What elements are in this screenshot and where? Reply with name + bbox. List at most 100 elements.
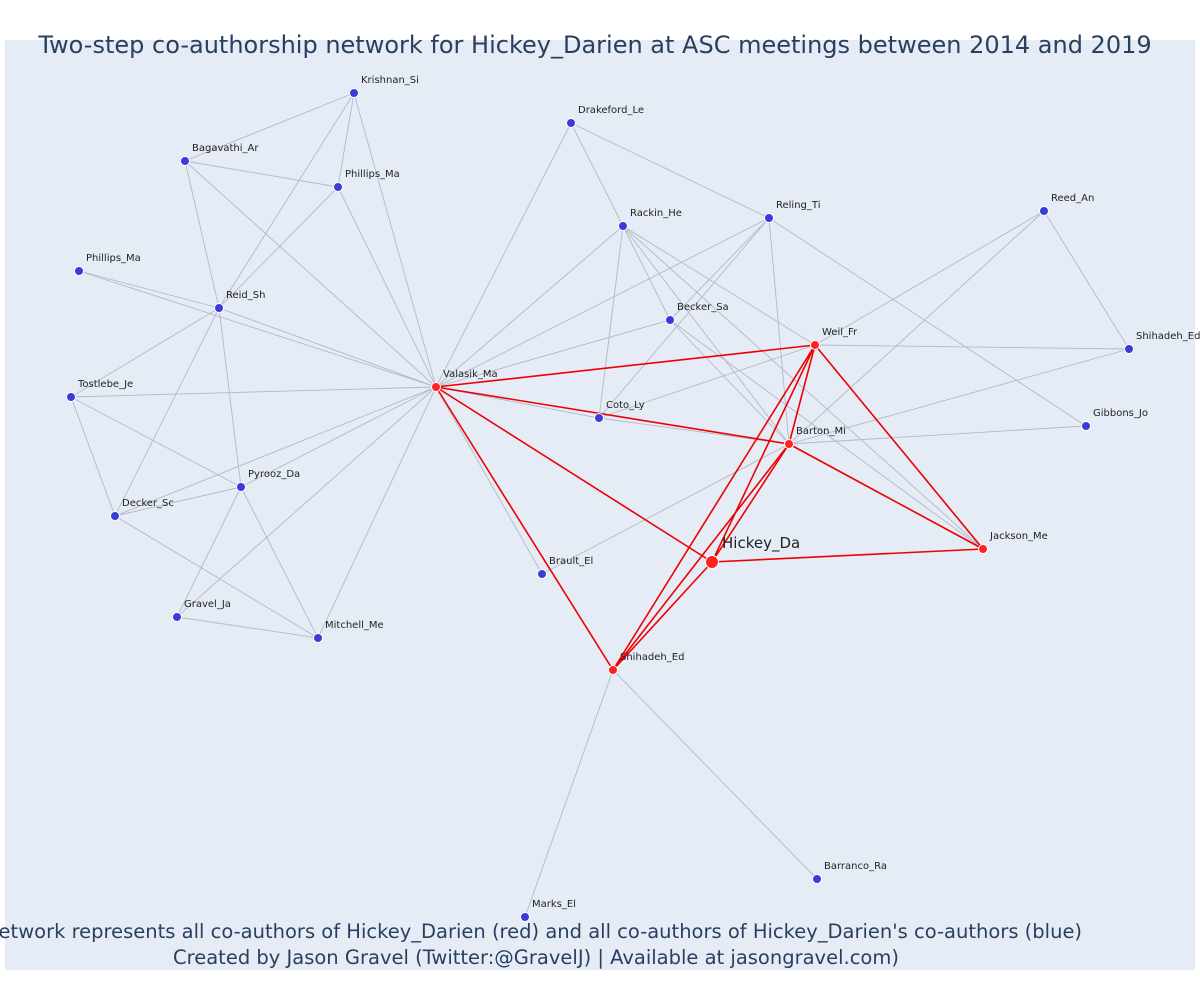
edge-weil-barton xyxy=(788,344,816,445)
node-label-barton: Barton_Mi xyxy=(796,426,846,437)
edge-phillips2-valasik xyxy=(78,270,437,388)
edge-hickey-weil xyxy=(711,344,816,563)
node-weil[interactable] xyxy=(810,340,820,350)
node-label-krishnan: Krishnan_Si xyxy=(361,75,419,86)
edge-valasik-rackin xyxy=(435,225,624,388)
node-krishnan[interactable] xyxy=(349,88,359,98)
edge-valasik-reling xyxy=(435,217,770,388)
node-label-gibbons: Gibbons_Jo xyxy=(1093,408,1148,419)
node-label-phillips2: Phillips_Ma xyxy=(86,253,141,264)
edge-brault-barton xyxy=(541,443,790,575)
node-phillips2[interactable] xyxy=(74,266,84,276)
edge-reling-coto xyxy=(598,217,770,419)
edge-reed-shihadeh2 xyxy=(1043,210,1130,350)
edge-decker-valasik xyxy=(114,386,437,517)
node-label-beckersa: Becker_Sa xyxy=(677,302,729,313)
node-label-tostlebe: Tostlebe_Je xyxy=(77,379,133,390)
edge-shihadeh1-marks xyxy=(524,669,614,918)
node-shihadeh2[interactable] xyxy=(1124,344,1134,354)
node-beckersa[interactable] xyxy=(665,315,675,325)
node-coto[interactable] xyxy=(594,413,604,423)
edge-tostlebe-decker xyxy=(70,396,116,517)
node-mitchell[interactable] xyxy=(313,633,323,643)
node-hickey[interactable] xyxy=(705,555,719,569)
node-label-brault: Brault_El xyxy=(549,556,593,567)
node-label-phillips1: Phillips_Ma xyxy=(345,169,400,180)
edge-reid-tostlebe xyxy=(70,307,220,398)
edge-barton-jackson xyxy=(788,443,984,550)
edge-coto-weil xyxy=(598,344,816,419)
edge-tostlebe-valasik xyxy=(70,386,437,398)
node-reid[interactable] xyxy=(214,303,224,313)
node-barton[interactable] xyxy=(784,439,794,449)
node-label-rackin: Rackin_He xyxy=(630,208,682,219)
node-label-gravel: Gravel_Ja xyxy=(184,599,231,610)
node-bagavathi[interactable] xyxy=(180,156,190,166)
node-barranco[interactable] xyxy=(812,874,822,884)
edge-krishnan-reid xyxy=(218,92,355,309)
node-label-pyrooz: Pyrooz_Da xyxy=(248,469,300,480)
edge-drakeford-rackin xyxy=(570,122,624,227)
node-label-mitchell: Mitchell_Me xyxy=(325,620,384,631)
node-gibbons[interactable] xyxy=(1081,421,1091,431)
edge-valasik-beckersa xyxy=(435,319,671,388)
node-pyrooz[interactable] xyxy=(236,482,246,492)
edge-hickey-jackson xyxy=(711,548,984,563)
edge-rackin-jackson xyxy=(622,225,984,550)
edge-weil-shihadeh1 xyxy=(612,344,816,671)
edge-hickey-valasik xyxy=(435,386,713,563)
edge-hickey-shihadeh1 xyxy=(612,561,713,671)
edge-valasik-brault xyxy=(435,386,543,575)
node-label-barranco: Barranco_Ra xyxy=(824,861,887,872)
node-label-drakeford: Drakeford_Le xyxy=(578,105,644,116)
caption-line-2: Created by Jason Gravel (Twitter:@Gravel… xyxy=(173,946,899,969)
node-label-bagavathi: Bagavathi_Ar xyxy=(192,143,259,154)
edge-valasik-barton xyxy=(435,386,790,445)
node-rackin[interactable] xyxy=(618,221,628,231)
node-decker[interactable] xyxy=(110,511,120,521)
node-drakeford[interactable] xyxy=(566,118,576,128)
node-label-reling: Reling_Ti xyxy=(776,200,820,211)
caption-line-1: Network represents all co-authors of Hic… xyxy=(0,920,1082,943)
edge-valasik-shihadeh1 xyxy=(435,386,614,671)
edge-phillips2-reid xyxy=(78,270,220,309)
node-brault[interactable] xyxy=(537,569,547,579)
node-shihadeh1[interactable] xyxy=(608,665,618,675)
edge-shihadeh2-barton xyxy=(788,348,1130,445)
edge-decker-pyrooz xyxy=(114,486,242,517)
node-gravel[interactable] xyxy=(172,612,182,622)
edge-rackin-beckersa xyxy=(622,225,671,321)
edge-phillips1-valasik xyxy=(337,186,437,388)
node-jackson[interactable] xyxy=(978,544,988,554)
node-label-shihadeh1: Shihadeh_Ed xyxy=(620,652,684,663)
edge-reed-barton xyxy=(788,210,1045,445)
node-label-coto: Coto_Ly xyxy=(606,400,645,411)
edge-mitchell-valasik xyxy=(317,386,437,639)
edge-reling-beckersa xyxy=(669,217,770,321)
node-valasik[interactable] xyxy=(431,382,441,392)
edge-reid-decker xyxy=(114,307,220,517)
node-tostlebe[interactable] xyxy=(66,392,76,402)
node-marks[interactable] xyxy=(520,912,530,922)
node-label-marks: Marks_El xyxy=(532,899,576,910)
edge-phillips1-reid xyxy=(218,186,339,309)
node-phillips1[interactable] xyxy=(333,182,343,192)
edge-pyrooz-mitchell xyxy=(240,486,319,639)
label-layer: Hickey_DaValasik_MaWeil_FrBarton_MiJacks… xyxy=(77,75,1200,910)
edge-pyrooz-gravel xyxy=(176,486,242,618)
edge-valasik-drakeford xyxy=(435,122,572,388)
node-reling[interactable] xyxy=(764,213,774,223)
edge-bagavathi-valasik xyxy=(184,160,437,388)
chart-title: Two-step co-authorship network for Hicke… xyxy=(37,31,1151,59)
edge-gravel-valasik xyxy=(176,386,437,618)
edge-bagavathi-phillips1 xyxy=(184,160,339,188)
node-reed[interactable] xyxy=(1039,206,1049,216)
node-label-valasik: Valasik_Ma xyxy=(443,369,498,380)
edge-reid-pyrooz xyxy=(218,307,242,488)
edge-rackin-coto xyxy=(598,225,624,419)
edge-beckersa-barton xyxy=(669,319,790,445)
edge-bagavathi-reid xyxy=(184,160,220,309)
edge-weil-jackson xyxy=(814,344,984,550)
edge-tostlebe-pyrooz xyxy=(70,396,242,488)
